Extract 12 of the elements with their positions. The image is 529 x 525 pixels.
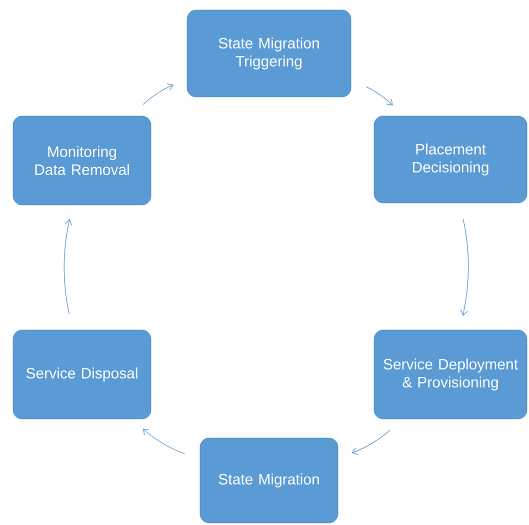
arrow (460, 218, 469, 316)
process-box: State Migration (200, 438, 338, 524)
arrow (351, 430, 390, 455)
process-box: Service Deployment & Provisioning (374, 330, 528, 420)
arrow (142, 83, 174, 105)
process-box: Monitoring Data Removal (12, 116, 152, 206)
process-box: State Migration Triggering (186, 10, 352, 98)
process-box: Service Disposal (12, 330, 152, 420)
arrow (142, 428, 186, 454)
arrow (64, 218, 72, 315)
process-box: Placement Decisioning (374, 116, 528, 204)
arrow (366, 86, 393, 106)
